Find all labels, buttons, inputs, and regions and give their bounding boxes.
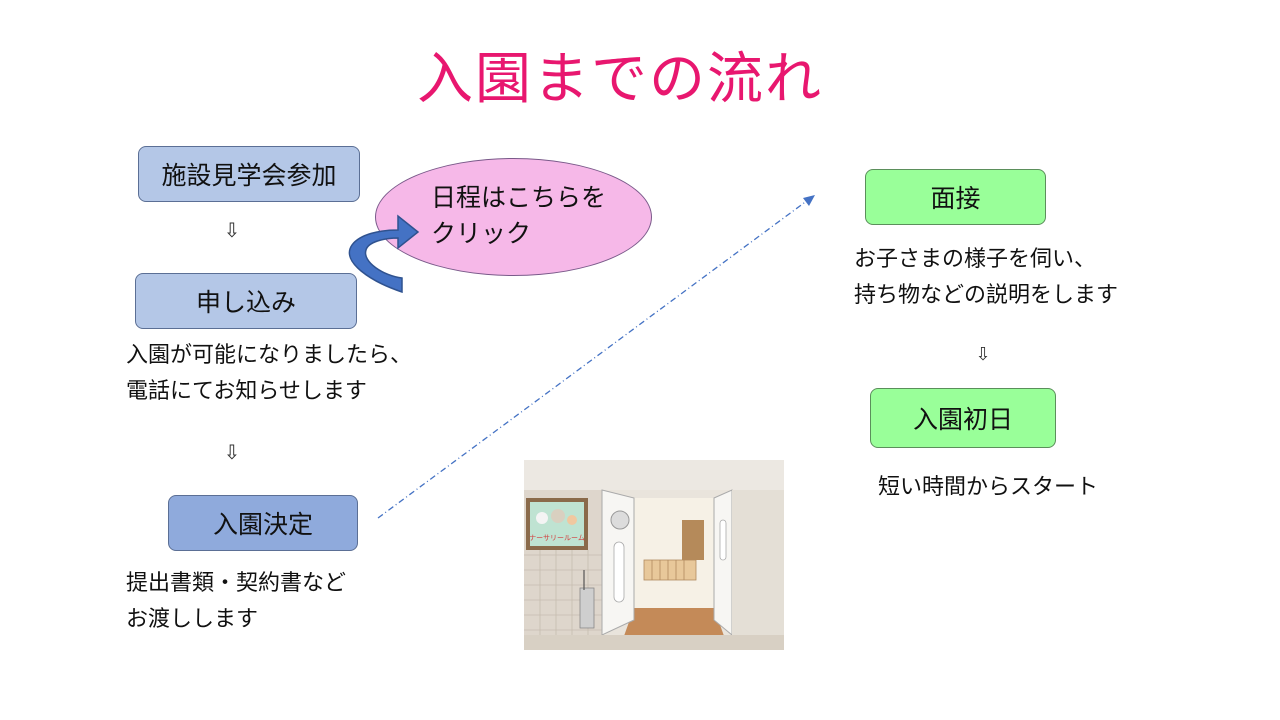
note-line: 入園が可能になりましたら、 xyxy=(126,343,413,368)
down-arrow-icon: ⇩ xyxy=(223,440,241,464)
note-line: 提出書類・契約書など xyxy=(126,571,347,596)
schedule-link-line: 日程はこちらを xyxy=(431,183,607,212)
note-line: 持ち物などの説明をします xyxy=(854,283,1119,308)
step-application-note: 入園が可能になりましたら、 電話にてお知らせします xyxy=(126,338,412,410)
page-title: 入園までの流れ xyxy=(417,47,823,112)
note-line: お渡しします xyxy=(126,607,259,632)
schedule-link-text[interactable]: 日程はこちらを クリック xyxy=(431,180,606,252)
nursery-sign-text: ナーサリールーム xyxy=(529,534,585,542)
step-facility-tour-label: 施設見学会参加 xyxy=(161,161,337,190)
step-first-day-label: 入園初日 xyxy=(912,405,1013,434)
curved-arrow-icon xyxy=(348,214,420,294)
step-admission-decision-label: 入園決定 xyxy=(212,510,313,539)
step-facility-tour-box: 施設見学会参加 xyxy=(138,146,360,202)
step-first-day-box: 入園初日 xyxy=(870,388,1056,448)
note-line: 電話にてお知らせします xyxy=(126,379,367,404)
note-line: お子さまの様子を伺い、 xyxy=(854,247,1097,272)
dotted-connector-arrow xyxy=(377,195,815,519)
step-first-day-note: 短い時間からスタート xyxy=(878,475,1099,500)
step-interview-label: 面接 xyxy=(930,184,981,213)
entrance-illustration: ナーサリールーム xyxy=(524,460,784,650)
step-application-box: 申し込み xyxy=(135,273,357,329)
schedule-link-line: クリック xyxy=(431,219,532,248)
nursery-entrance-photo: ナーサリールーム xyxy=(524,460,784,650)
schedule-link-bubble[interactable] xyxy=(375,158,652,276)
step-interview-note: お子さまの様子を伺い、 持ち物などの説明をします xyxy=(854,242,1118,314)
step-interview-box: 面接 xyxy=(865,169,1046,225)
down-arrow-icon: ⇩ xyxy=(223,218,241,242)
down-arrow-icon: ⇩ xyxy=(975,344,991,365)
step-admission-decision-note: 提出書類・契約書など お渡しします xyxy=(126,566,346,638)
step-admission-decision-box: 入園決定 xyxy=(168,495,358,551)
step-application-label: 申し込み xyxy=(195,288,296,317)
